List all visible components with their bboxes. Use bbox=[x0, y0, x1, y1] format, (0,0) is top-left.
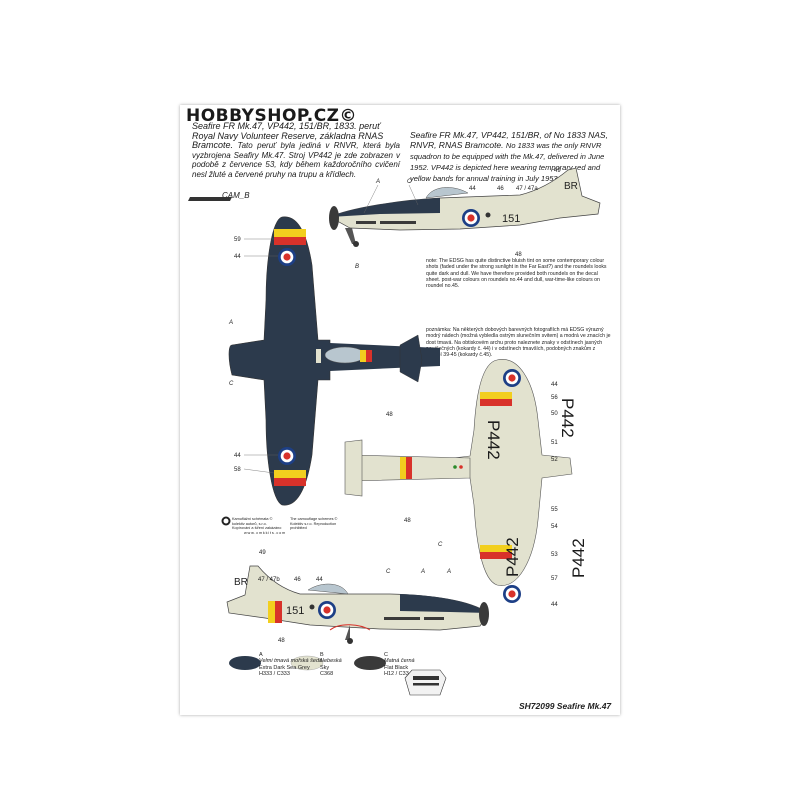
legend-C: C Matná černá Flat Black H12 / C33 bbox=[384, 652, 415, 678]
callout-54: 54 bbox=[551, 524, 558, 530]
intro-cz-line3: Bramcote. bbox=[192, 140, 234, 151]
copyright-cz: Kamuflážní schémata © kolektiv autorů, s… bbox=[232, 517, 282, 531]
serial-left-upper: P442 bbox=[484, 420, 503, 460]
legend-A-en: Extra Dark Sea Grey bbox=[259, 664, 310, 671]
legend-A-cz: Velmi tmavá mořská šedá bbox=[259, 658, 323, 665]
callout-C-planform: C bbox=[229, 381, 234, 387]
side-num-bottom: 151 bbox=[286, 605, 304, 617]
legend-B-code: C368 bbox=[320, 671, 334, 678]
serial-right-lower: P442 bbox=[569, 538, 588, 578]
legend-B: B Nebeská Sky C368 bbox=[320, 652, 342, 678]
callout-50: 50 bbox=[551, 411, 558, 417]
copyright-en: The camouflage schemes © Kolektiv s.r.o.… bbox=[290, 517, 338, 531]
note-english: note: The EDSG has quite distinctive blu… bbox=[426, 258, 607, 290]
callout-56: 56 bbox=[551, 395, 558, 401]
callout-49-bottom: 49 bbox=[259, 550, 266, 556]
upper-planform bbox=[228, 216, 440, 506]
callout-48-top: 48 bbox=[515, 252, 522, 258]
callout-44-lowerright: 44 bbox=[551, 602, 558, 608]
serial-left-lower: P442 bbox=[503, 537, 522, 577]
callout-A-bottom: A bbox=[420, 569, 425, 575]
intro-czech: Seafire FR Mk.47, VP442, 151/BR, 1833. p… bbox=[192, 121, 400, 180]
callout-48-planform: 48 bbox=[386, 412, 393, 418]
legend-C-en: Flat Black bbox=[384, 664, 409, 671]
intro-cz-line2: Royal Navy Volunteer Reserve, základna R… bbox=[192, 130, 384, 141]
side-profile-top: BR 151 bbox=[329, 167, 601, 247]
intro-cz-body: Tato peruť byla jediná v RNVR, která byl… bbox=[192, 141, 400, 179]
intro-en-title: Seafire FR Mk.47, VP442, 151/BR, of No 1… bbox=[410, 130, 608, 150]
callout-59: 59 bbox=[234, 237, 241, 243]
callout-58: 58 bbox=[234, 467, 241, 473]
legend-B-en: Sky bbox=[320, 664, 330, 671]
swatch-C bbox=[354, 656, 386, 670]
swatch-A bbox=[229, 656, 261, 670]
callout-44-bottom: 44 bbox=[316, 577, 323, 583]
copyright-text: Kamuflážní schémata © kolektiv autorů, s… bbox=[222, 517, 342, 535]
intro-english: Seafire FR Mk.47, VP442, 151/BR, of No 1… bbox=[410, 130, 610, 184]
callout-57: 57 bbox=[551, 576, 558, 582]
callout-A-bottom-2: A bbox=[446, 569, 451, 575]
callout-B: B bbox=[355, 264, 359, 270]
legend-C-cz: Matná černá bbox=[384, 658, 415, 665]
callout-44-lower: 44 bbox=[551, 382, 558, 388]
legend-B-key: B bbox=[320, 652, 324, 658]
legend-A-key: A bbox=[259, 652, 263, 658]
special-hobby-logo-icon bbox=[404, 669, 447, 696]
side-profile-bottom: 151 BR bbox=[226, 565, 489, 644]
copyright-url: www.cmkkits.com bbox=[244, 530, 286, 535]
lower-planform: P442 P442 P442 P442 bbox=[344, 359, 588, 603]
watermark: HOBBYSHOP.CZ© bbox=[186, 106, 357, 126]
side-code-top: BR bbox=[564, 181, 578, 192]
cam-logo-icon bbox=[188, 197, 232, 201]
product-title: SH72099 Seafire Mk.47 bbox=[519, 701, 612, 711]
callout-A-top: A bbox=[375, 179, 380, 185]
callout-44-upper: 44 bbox=[234, 254, 241, 260]
callout-47a: 47 / 47a bbox=[516, 186, 538, 192]
callout-C-top: C bbox=[407, 179, 412, 185]
legend-C-code: H12 / C33 bbox=[384, 671, 409, 678]
callouts: A C 44 46 47 / 47a 49 48 B 59 44 A C 48 … bbox=[228, 168, 561, 644]
callout-47b: 47 / 47b bbox=[258, 577, 280, 583]
callout-52: 52 bbox=[551, 457, 558, 463]
callout-46-bottom: 46 bbox=[294, 577, 301, 583]
legend-A-code: H333 / C333 bbox=[259, 671, 290, 678]
side-code-bottom: BR bbox=[234, 577, 248, 588]
callout-44-top: 44 bbox=[469, 186, 476, 192]
callout-A-planform: A bbox=[228, 320, 233, 326]
callout-44-planform: 44 bbox=[234, 453, 241, 459]
swatch-B bbox=[290, 655, 324, 671]
side-num-top: 151 bbox=[502, 213, 520, 225]
callout-49-top: 49 bbox=[554, 168, 561, 174]
legend-A: A Velmi tmavá mořská šedá Extra Dark Sea… bbox=[259, 652, 322, 678]
intro-en-body: No 1833 was the only RNVR squadron to be… bbox=[410, 141, 605, 183]
callout-C-lower: C bbox=[438, 542, 443, 548]
intro-cz-line1: Seafire FR Mk.47, VP442, 151/BR, 1833. p… bbox=[192, 121, 381, 131]
serial-right-upper: P442 bbox=[558, 398, 577, 438]
callout-53: 53 bbox=[551, 552, 558, 558]
legend-B-cz: Nebeská bbox=[320, 658, 342, 665]
callout-C-bottom: C bbox=[386, 569, 391, 575]
callout-55: 55 bbox=[551, 507, 558, 513]
callout-46-top: 46 bbox=[497, 186, 504, 192]
legend-C-key: C bbox=[384, 652, 388, 658]
callout-51: 51 bbox=[551, 440, 558, 446]
camo-scheme-label: CAM_B bbox=[222, 191, 250, 200]
note-czech: poznámka: Na některých dobových barevnýc… bbox=[426, 327, 611, 359]
callout-48-bottom: 48 bbox=[278, 638, 285, 644]
callout-48-lower: 48 bbox=[404, 518, 411, 524]
